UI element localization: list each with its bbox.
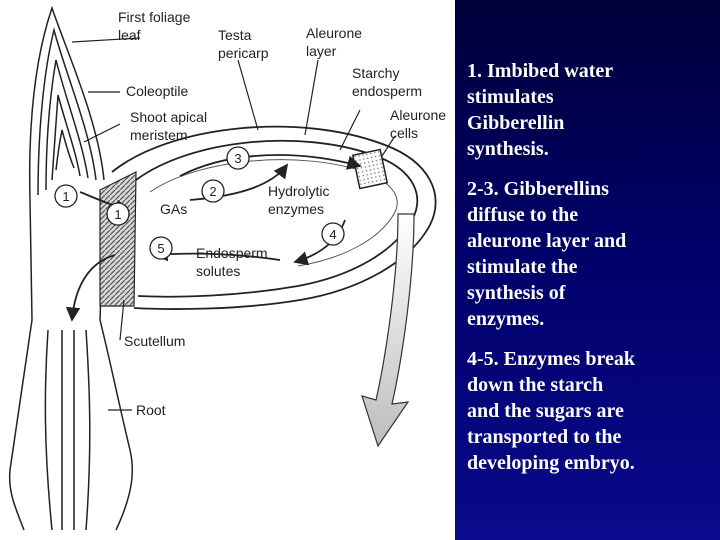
svg-text:1: 1 (114, 207, 121, 222)
label-root: Root (136, 402, 166, 418)
label-aleurone-cells-2: cells (390, 125, 418, 141)
label-testa-2: pericarp (218, 45, 269, 61)
svg-text:4: 4 (329, 227, 336, 242)
label-first-foliage-leaf-2: leaf (118, 27, 141, 43)
label-aleurone-layer-2: layer (306, 43, 337, 59)
label-scutellum: Scutellum (124, 333, 185, 349)
svg-text:3: 3 (234, 151, 241, 166)
label-gas: GAs (160, 201, 187, 217)
label-aleurone-layer-1: Aleurone (306, 25, 362, 41)
step-4-5-text: 4-5. Enzymes break down the starch and t… (467, 346, 712, 476)
label-aleurone-cells-1: Aleurone (390, 107, 446, 123)
svg-text:1: 1 (62, 189, 69, 204)
seedling-shoot (30, 8, 104, 200)
label-starchy-2: endosperm (352, 83, 422, 99)
text-panel: 1. Imbibed water stimulates Gibberellin … (455, 0, 720, 540)
seed-germination-diagram: 1 1 2 3 4 5 First foliage leaf Testa per… (0, 0, 455, 540)
label-endosperm-solutes-1: Endosperm (196, 245, 268, 261)
label-hydrolytic-1: Hydrolytic (268, 183, 329, 199)
step-marker-3: 3 (227, 147, 249, 169)
label-shoot-2: meristem (130, 127, 188, 143)
step-marker-1a: 1 (55, 185, 77, 207)
label-hydrolytic-2: enzymes (268, 201, 324, 217)
svg-text:5: 5 (157, 241, 164, 256)
step-2-3-text: 2-3. Gibberellins diffuse to the aleuron… (467, 176, 712, 332)
scutellum-shape (100, 172, 136, 306)
label-starchy-1: Starchy (352, 65, 399, 81)
step-marker-4: 4 (322, 223, 344, 245)
step-1-text: 1. Imbibed water stimulates Gibberellin … (467, 58, 712, 162)
label-shoot-1: Shoot apical (130, 109, 207, 125)
step-marker-1b: 1 (107, 203, 129, 225)
step-marker-5: 5 (150, 237, 172, 259)
label-coleoptile: Coleoptile (126, 83, 188, 99)
label-first-foliage-leaf-1: First foliage (118, 9, 191, 25)
svg-text:2: 2 (209, 184, 216, 199)
step-marker-2: 2 (202, 180, 224, 202)
label-endosperm-solutes-2: solutes (196, 263, 240, 279)
label-testa-1: Testa (218, 27, 252, 43)
